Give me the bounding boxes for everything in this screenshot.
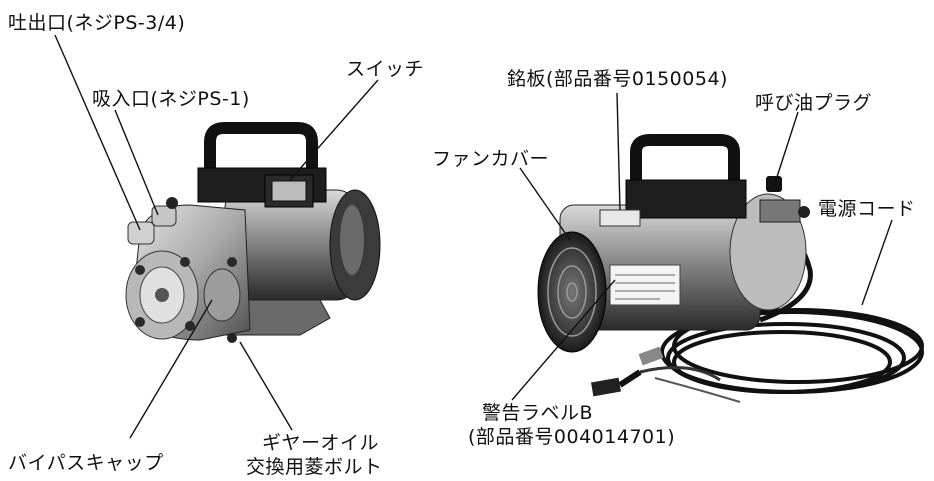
bypass-cap-label: バイパスキャップ bbox=[8, 452, 164, 474]
outlet-label: 吐出口(ネジPS-3/4) bbox=[8, 12, 186, 34]
power-cord-label: 電源コード bbox=[818, 198, 916, 220]
warning-label-part-number: (部品番号004014701) bbox=[468, 426, 676, 448]
gear-oil-bolt-label: 交換用菱ボルト bbox=[246, 456, 383, 478]
leader-lines bbox=[54, 34, 893, 439]
inlet-label: 吸入口(ネジPS-1) bbox=[92, 88, 250, 110]
nameplate-label: 銘板(部品番号0150054) bbox=[507, 68, 728, 90]
left-pump-image bbox=[125, 122, 381, 343]
oil-plug-label: 呼び油プラグ bbox=[755, 92, 873, 114]
fan-cover-label: ファンカバー bbox=[432, 148, 550, 170]
gear-oil-label: ギヤーオイル bbox=[262, 432, 380, 454]
warning-label-b-label: 警告ラベルB bbox=[482, 402, 594, 424]
right-pump-image bbox=[537, 134, 924, 403]
switch-label: スイッチ bbox=[346, 58, 425, 80]
